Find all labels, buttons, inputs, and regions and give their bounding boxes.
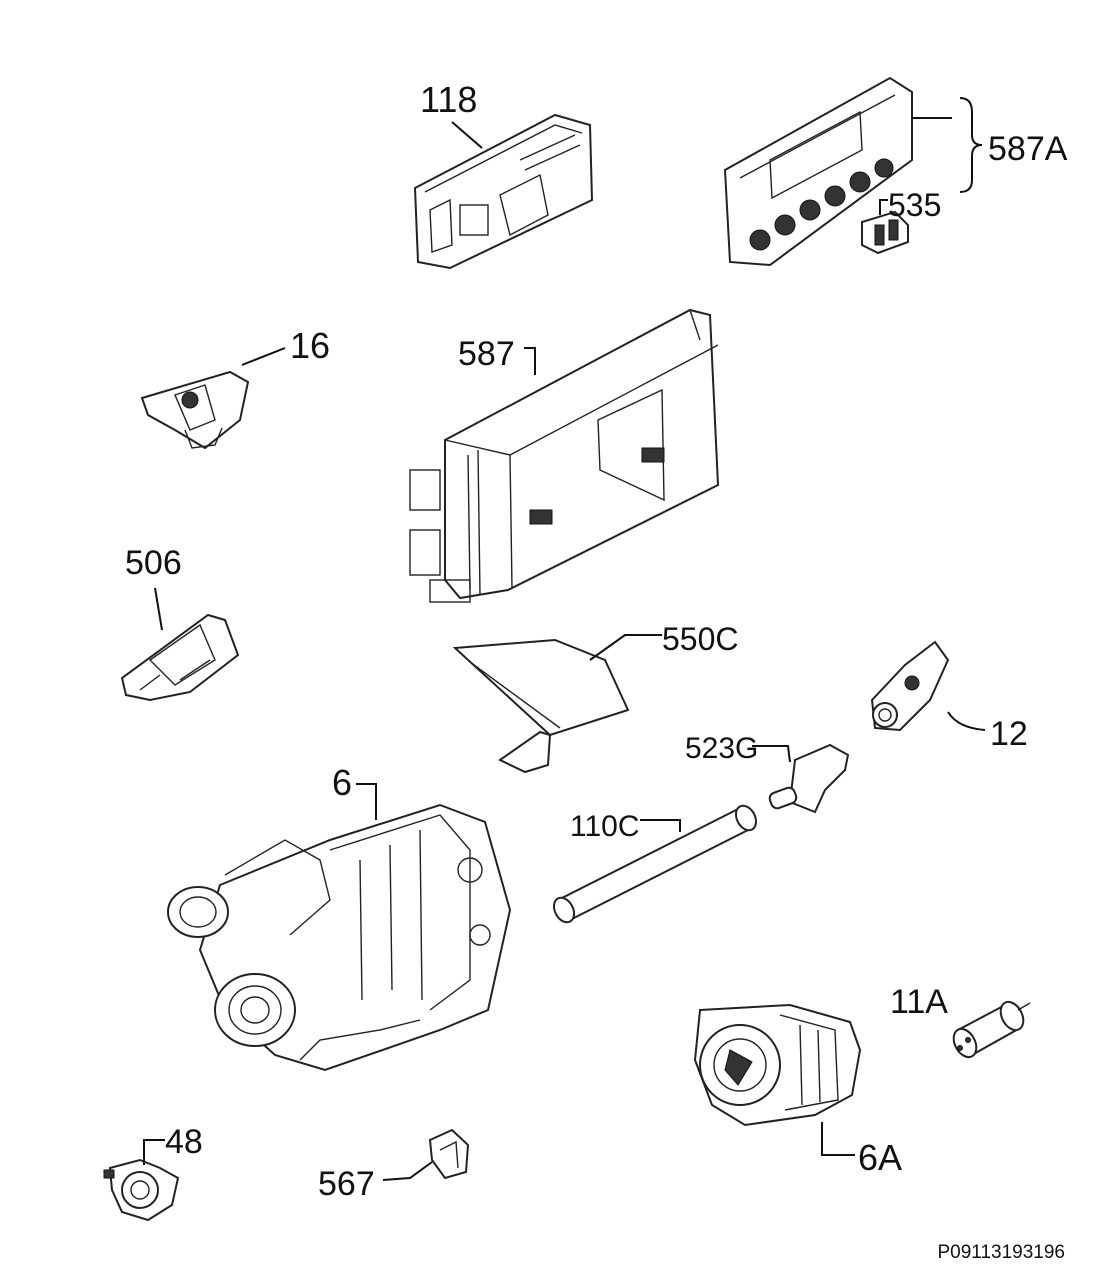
part-6A	[693, 1003, 862, 1127]
label-535: 535	[888, 187, 941, 223]
leader-506	[154, 587, 163, 631]
bracket-587A	[959, 97, 983, 193]
part-16	[140, 370, 250, 450]
part-118	[413, 113, 594, 270]
leader-12	[947, 711, 986, 731]
part-11A	[952, 1000, 1031, 1059]
part-6	[167, 803, 512, 1072]
part-567	[428, 1128, 470, 1180]
leader-48	[143, 1139, 165, 1165]
label-118: 118	[420, 79, 477, 120]
part-110C	[552, 804, 758, 924]
leader-523G	[752, 745, 791, 763]
label-550C: 550C	[662, 621, 739, 657]
label-6A: 6A	[858, 1137, 902, 1178]
label-110C: 110C	[570, 810, 640, 843]
part-506	[120, 613, 240, 702]
part-523G	[768, 743, 850, 814]
leader-535	[879, 199, 888, 215]
part-587A	[723, 76, 913, 267]
leader-16	[241, 347, 286, 366]
part-587	[409, 308, 720, 603]
label-567: 567	[318, 1165, 375, 1203]
part-550C	[452, 638, 630, 774]
label-587: 587	[458, 335, 515, 373]
diagram-code: P09113193196	[938, 1242, 1066, 1263]
part-535	[861, 210, 909, 255]
part-48	[103, 1158, 180, 1222]
leader-587	[524, 347, 536, 375]
label-12: 12	[990, 715, 1028, 753]
leader-6A	[821, 1122, 855, 1156]
label-523G: 523G	[685, 732, 758, 765]
label-6: 6	[332, 762, 352, 803]
leader-6	[356, 783, 377, 820]
label-506: 506	[125, 544, 182, 582]
leader-567	[382, 1161, 433, 1181]
label-587A: 587A	[988, 130, 1068, 168]
leader-118	[451, 121, 483, 149]
part-12	[870, 640, 950, 732]
leader-110C	[640, 819, 681, 832]
label-48: 48	[165, 1123, 203, 1161]
label-11A: 11A	[890, 983, 948, 1021]
label-16: 16	[290, 325, 330, 366]
leader-550C	[589, 634, 662, 661]
